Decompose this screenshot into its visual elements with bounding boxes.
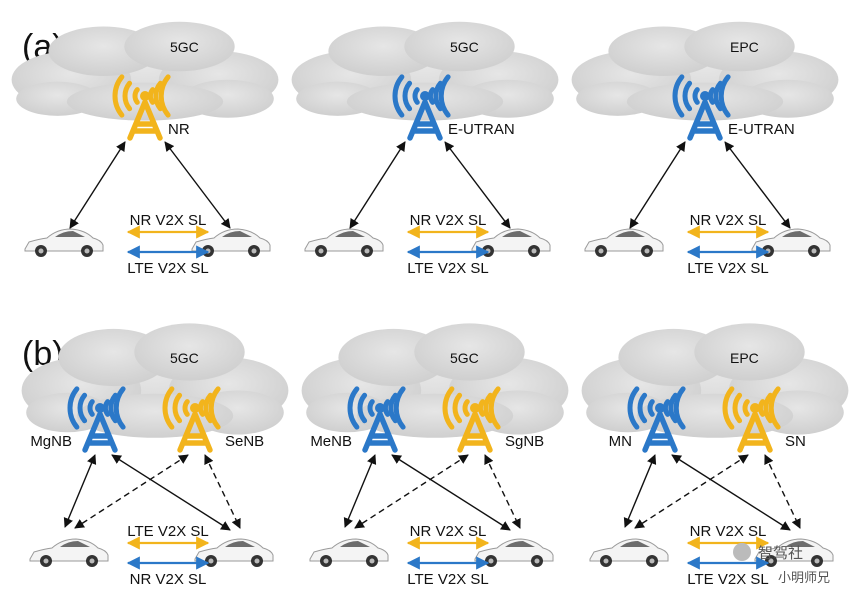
- secondary-node-label: SgNB: [505, 433, 544, 450]
- cloud: [291, 21, 559, 121]
- bottom-sidelink-label: LTE V2X SL: [687, 260, 768, 277]
- car-icon: [474, 538, 554, 567]
- secondary-link-right: [764, 454, 801, 529]
- top-sidelink-label: NR V2X SL: [410, 212, 487, 229]
- watermark-text: 智驾社: [758, 544, 803, 562]
- wechat-icon: [733, 543, 751, 561]
- master-link-left: [623, 454, 657, 528]
- car-icon: [471, 228, 551, 257]
- tower-icon: [112, 74, 171, 141]
- uplink-arrow-left: [629, 141, 686, 229]
- cloud: [11, 21, 279, 121]
- core-label: 5GC: [170, 39, 199, 55]
- core-label: 5GC: [450, 39, 479, 55]
- watermark: 智驾社 小明师兄: [733, 543, 830, 586]
- secondary-link-right: [484, 454, 521, 529]
- secondary-link-right: [204, 454, 241, 529]
- uplink-arrow-left: [349, 141, 406, 229]
- secondary-tower-icon: [722, 386, 781, 453]
- car-icon: [584, 228, 664, 257]
- master-tower-icon: [347, 386, 406, 453]
- master-link-left: [343, 454, 377, 528]
- top-sidelink-label: NR V2X SL: [130, 212, 207, 229]
- core-label: 5GC: [450, 350, 479, 366]
- uplink-arrow-left: [69, 141, 126, 229]
- top-sidelink-label: NR V2X SL: [690, 523, 767, 540]
- top-sidelink-label: NR V2X SL: [690, 212, 767, 229]
- master-node-label: MN: [609, 433, 632, 450]
- car-icon: [589, 538, 669, 567]
- car-icon: [29, 538, 109, 567]
- bottom-sidelink-label: LTE V2X SL: [127, 260, 208, 277]
- watermark-sub: 小明师兄: [778, 571, 830, 586]
- tower-icon: [672, 74, 731, 141]
- panel-b-2: 5GC MeNB SgNB NR V2X SL LTE V2X SL: [301, 323, 569, 588]
- master-node-label: MeNB: [310, 433, 352, 450]
- car-icon: [24, 228, 104, 257]
- secondary-node-label: SeNB: [225, 433, 264, 450]
- node-label: E-UTRAN: [448, 121, 515, 138]
- secondary-link-left: [634, 454, 749, 529]
- bottom-sidelink-label: LTE V2X SL: [687, 571, 768, 588]
- car-icon: [754, 538, 834, 567]
- master-link-left: [63, 454, 97, 528]
- panel-b-1: 5GC MgNB SeNB LTE V2X SL NR V2X SL: [21, 323, 289, 588]
- car-icon: [309, 538, 389, 567]
- master-tower-icon: [67, 386, 126, 453]
- master-tower-icon: [627, 386, 686, 453]
- top-sidelink-label: NR V2X SL: [410, 523, 487, 540]
- panel-a-3: EPC E-UTRAN NR V2X SL LTE V2X SL: [571, 21, 839, 277]
- car-icon: [194, 538, 274, 567]
- node-label: NR: [168, 121, 190, 138]
- core-label: EPC: [730, 350, 759, 366]
- tower-icon: [392, 74, 451, 141]
- secondary-tower-icon: [162, 386, 221, 453]
- panels: 5GC NR NR V2X SL LTE V2X SL 5GC E-UTRAN NR V2X…: [11, 21, 849, 588]
- cloud: [581, 323, 849, 438]
- uplink-arrow-right: [724, 141, 791, 229]
- panel-a-2: 5GC E-UTRAN NR V2X SL LTE V2X SL: [291, 21, 559, 277]
- car-icon: [304, 228, 384, 257]
- bottom-sidelink-label: NR V2X SL: [130, 571, 207, 588]
- core-label: EPC: [730, 39, 759, 55]
- master-node-label: MgNB: [30, 433, 72, 450]
- cloud: [301, 323, 569, 438]
- secondary-link-left: [74, 454, 189, 529]
- secondary-link-left: [354, 454, 469, 529]
- core-label: 5GC: [170, 350, 199, 366]
- cloud: [571, 21, 839, 121]
- secondary-node-label: SN: [785, 433, 806, 450]
- panel-a-1: 5GC NR NR V2X SL LTE V2X SL: [11, 21, 279, 277]
- bottom-sidelink-label: LTE V2X SL: [407, 260, 488, 277]
- bottom-sidelink-label: LTE V2X SL: [407, 571, 488, 588]
- top-sidelink-label: LTE V2X SL: [127, 523, 208, 540]
- uplink-arrow-right: [444, 141, 511, 229]
- uplink-arrow-right: [164, 141, 231, 229]
- node-label: E-UTRAN: [728, 121, 795, 138]
- panel-b-3: EPC MN SN NR V2X SL LTE V2X SL: [581, 323, 849, 588]
- secondary-tower-icon: [442, 386, 501, 453]
